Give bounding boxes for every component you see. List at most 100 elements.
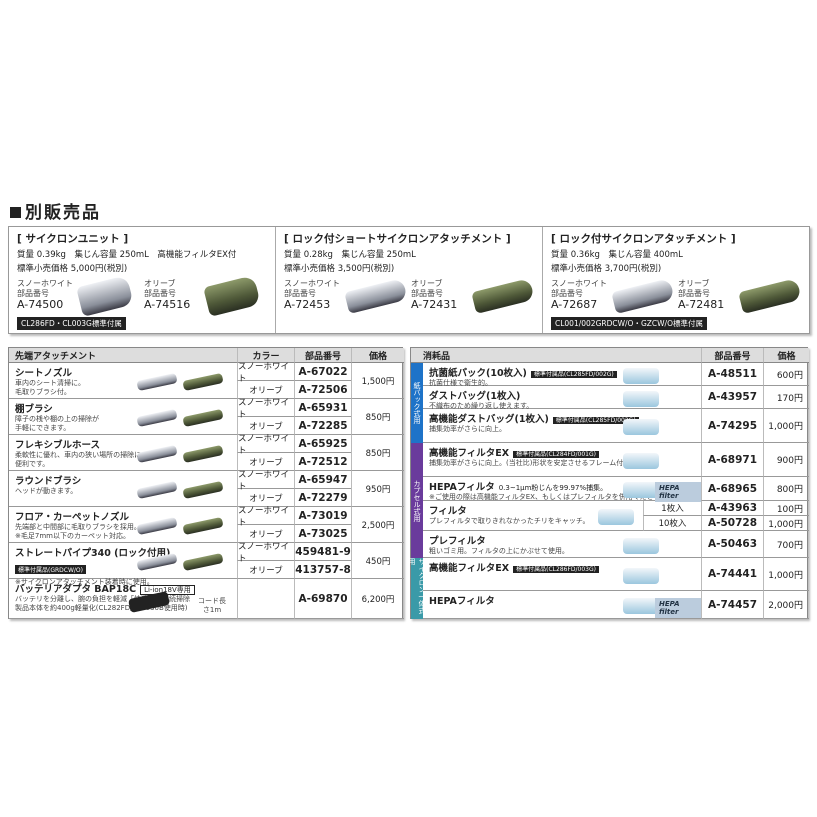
attachment-description: ヘッドが動きます。 xyxy=(15,487,78,495)
consumable-row: フィルタプレフィルタで取りきれなかったチリをキャッチ。 xyxy=(423,501,643,531)
price: 2,500円 xyxy=(351,507,404,543)
column-header: 価格 xyxy=(351,348,404,363)
group-label: 紙パック式用 xyxy=(411,363,423,443)
variant-color: スノーホワイト xyxy=(17,279,73,288)
part-number: A-72279 xyxy=(294,489,351,507)
product-image xyxy=(611,278,675,314)
consumable-row: 高機能ダストバッグ(1枚入)標準付属品(CL285FD/002G)捕集効率がさら… xyxy=(423,409,701,443)
consumable-row: プレフィルタ粗いゴミ用。フィルタの上にかぶせて使用。 xyxy=(423,531,701,558)
part-number: A-72481 xyxy=(678,298,725,311)
product-price: 標準小売価格 5,000円(税別) xyxy=(17,264,128,274)
product-spec: 質量 0.28kg 集じん容量 250mL xyxy=(284,250,416,260)
price: 2,000円 xyxy=(763,591,809,619)
attachment-description: ※毛足7mm以下のカーペット対応。 xyxy=(15,532,130,540)
part-number: A-74500 xyxy=(17,298,64,311)
part-number: A-50728 xyxy=(701,516,763,531)
part-number: A-67022 xyxy=(294,363,351,381)
column-header: 部品番号 xyxy=(294,348,351,363)
consumable-image xyxy=(623,537,659,554)
column-header: 価格 xyxy=(763,348,809,363)
column-header: 部品番号 xyxy=(701,348,763,363)
attachment-description: 車内のシート清掃に。 xyxy=(15,379,85,387)
part-number: A-72506 xyxy=(294,381,351,399)
attachment-row: ストレートパイプ340 (ロック付用)標準付属品(GRDCW/O)※サイクロンア… xyxy=(9,543,237,586)
part-number: A-74516 xyxy=(144,298,191,311)
price: 950円 xyxy=(351,471,404,507)
color-cell: オリーブ xyxy=(237,381,294,399)
featured-cyclone-unit: [ サイクロンユニット ]質量 0.39kg 集じん容量 250mL 高機能フィ… xyxy=(9,227,276,333)
consumable-image xyxy=(598,509,634,525)
price: 450円 xyxy=(351,543,404,579)
variant-label: 部品番号 xyxy=(411,289,443,298)
attachment-badge: Li-ion18V専用 xyxy=(140,584,195,595)
column-header: 先端アタッチメント xyxy=(9,348,237,363)
color-cell: スノーホワイト xyxy=(237,506,294,528)
color-cell: オリーブ xyxy=(237,417,294,435)
color-cell: スノーホワイト xyxy=(237,362,294,384)
part-number: A-74457 xyxy=(701,591,763,619)
price: 1,500円 xyxy=(351,363,404,399)
consumable-name: プレフィルタ xyxy=(429,536,486,547)
price: 1,000円 xyxy=(763,516,809,531)
color-cell: スノーホワイト xyxy=(237,542,294,564)
part-number: 413757-8 xyxy=(294,561,351,579)
product-image xyxy=(203,275,261,317)
part-number: A-68965 xyxy=(701,477,763,501)
attachment-description: ※サイクロンアタッチメント装着時に使用。 xyxy=(15,578,154,586)
price: 100円 xyxy=(763,501,809,516)
part-number: A-65931 xyxy=(294,399,351,417)
attachment-description: 柔軟性に優れ、車内の狭い場所の掃除に xyxy=(15,451,142,459)
consumable-image xyxy=(623,598,659,614)
consumable-description: ※ご使用の際は高機能フィルタEX、もしくはプレフィルタを併用ください。 xyxy=(429,493,668,501)
part-number: A-65947 xyxy=(294,471,351,489)
attachment-row: 棚ブラシ障子の桟や棚の上の掃除が手軽にできます。 xyxy=(9,399,237,435)
attachment-description: 障子の桟や棚の上の掃除が xyxy=(15,415,99,423)
part-number: A-72512 xyxy=(294,453,351,471)
part-number: A-65925 xyxy=(294,435,351,453)
attachment-name: 棚ブラシ xyxy=(15,404,53,415)
attachments-table: 先端アタッチメントカラー部品番号価格シートノズル車内のシート清掃に。毛取りブラシ… xyxy=(8,347,404,619)
square-bullet-icon xyxy=(10,207,21,218)
price: 170円 xyxy=(763,386,809,409)
part-number: A-73019 xyxy=(294,507,351,525)
product-image xyxy=(738,278,802,314)
variant-color: スノーホワイト xyxy=(284,279,340,288)
featured-products: [ サイクロンユニット ]質量 0.39kg 集じん容量 250mL 高機能フィ… xyxy=(8,226,810,334)
part-number: A-68971 xyxy=(701,443,763,477)
price: 1,000円 xyxy=(763,409,809,443)
price: 850円 xyxy=(351,399,404,435)
consumable-description: 粗いゴミ用。フィルタの上にかぶせて使用。 xyxy=(429,547,569,555)
part-number: A-50463 xyxy=(701,531,763,558)
color-cell: スノーホワイト xyxy=(237,434,294,456)
attachment-name: ラウンドブラシ xyxy=(15,476,82,487)
consumable-description: 捕集効率がさらに向上。(当社比)形状を安定させるフレーム付。 xyxy=(429,459,631,467)
consumable-row: ダストバッグ(1枚入)不織布のため繰り返し使えます。 xyxy=(423,386,701,410)
part-number: 459481-9 xyxy=(294,543,351,561)
consumable-description: 捕集効率がさらに向上。 xyxy=(429,425,506,433)
standard-accessory-note: CL001/002GRDCW/O・GZCW/O標準付属 xyxy=(551,317,707,330)
variant-color: オリーブ xyxy=(411,279,443,288)
consumable-name: フィルタ xyxy=(429,506,467,517)
standard-accessory-badge: 標準付属品(CL286FD/003G) xyxy=(513,566,599,573)
section-title-text: 別販売品 xyxy=(25,203,101,223)
price: 700円 xyxy=(763,531,809,558)
consumable-description: プレフィルタで取りきれなかったチリをキャッチ。 xyxy=(429,517,590,525)
attachment-row: フロア・カーペットノズル先端部と中間部に毛取りブラシを採用。※毛足7mm以下のカ… xyxy=(9,507,237,543)
featured-short-cyclone: [ ロック付ショートサイクロンアタッチメント ]質量 0.28kg 集じん容量 … xyxy=(276,227,543,333)
consumable-image xyxy=(623,390,659,407)
pack-quantity: 1枚入 xyxy=(643,501,701,516)
color-cell: スノーホワイト xyxy=(237,470,294,492)
price: 600円 xyxy=(763,363,809,386)
standard-accessory-badge: 標準付属品(CL284FD/001G) xyxy=(513,451,599,458)
price: 900円 xyxy=(763,443,809,477)
attachment-badge: 標準付属品(GRDCW/O) xyxy=(15,565,86,574)
product-image xyxy=(471,278,535,314)
color-cell xyxy=(237,579,294,619)
